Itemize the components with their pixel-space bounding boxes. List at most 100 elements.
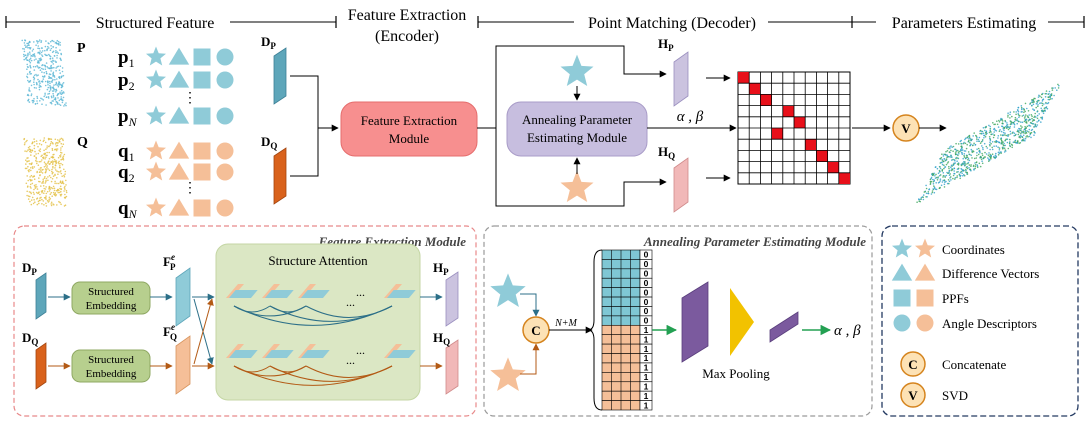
structured-embedding-q: Structured Embedding — [71, 349, 151, 383]
legend-square-orange-icon — [916, 289, 934, 307]
matching-matrix — [737, 71, 851, 185]
attention-top-blue-2 — [264, 290, 294, 298]
svg-text:Structured: Structured — [88, 286, 134, 298]
section-title-point-matching: Point Matching (Decoder) — [588, 15, 756, 32]
legend-concatenate-icon: C — [900, 351, 926, 377]
p-row-2-label: p2 — [118, 70, 135, 93]
apem-alpha-beta: α , β — [834, 323, 861, 339]
apem-grid-value: 1 — [644, 334, 649, 344]
apem-grid-value: 1 — [644, 344, 649, 354]
q-row-2-square — [193, 163, 211, 181]
structure-attention-block — [215, 243, 421, 401]
q-row-1-square — [193, 142, 211, 160]
attention-top-blue-3 — [300, 290, 330, 298]
section-title-parameters-estimating: Parameters Estimating — [892, 15, 1036, 32]
svg-text:Embedding: Embedding — [86, 300, 137, 312]
attention-top-blue-4 — [386, 290, 416, 298]
p-row-2-star — [146, 69, 166, 89]
decoder-star-p — [560, 54, 594, 86]
q-row-ellipsis: ⋮ — [183, 181, 197, 196]
svd-node: V — [892, 114, 920, 142]
svg-text:DP: DP — [261, 34, 276, 51]
svg-text:HQ: HQ — [433, 330, 450, 347]
apem-coordinate-stars — [490, 273, 526, 391]
apem-grid-value: 0 — [644, 287, 649, 297]
attention-ellipsis-bottom-1: ... — [356, 343, 365, 357]
svg-text:C: C — [908, 357, 917, 372]
q-row-3-circle — [216, 199, 234, 217]
apem-grid-value: 0 — [644, 278, 649, 288]
pooling-input-tensor — [681, 281, 709, 363]
apem-star-q — [490, 357, 526, 391]
matrix-match-9 — [827, 161, 839, 173]
q-row-3-triangle — [168, 198, 190, 216]
svg-text:Estimating Module: Estimating Module — [527, 130, 627, 145]
attention-ellipsis-top-1: ... — [356, 285, 365, 299]
legend-label-2: Difference Vectors — [942, 266, 1039, 281]
legend-triangle-orange-icon — [914, 263, 936, 281]
svg-text:HP: HP — [658, 36, 674, 53]
matrix-match-6 — [771, 128, 783, 140]
p-row-1-square — [193, 48, 211, 66]
decoder-star-q — [560, 170, 594, 202]
apem-grid-value: 1 — [644, 353, 649, 363]
fem-dp: DP — [22, 260, 47, 320]
decoder-alpha-beta: α , β — [677, 109, 704, 125]
fem-hp: HP — [433, 260, 459, 327]
point-cloud-q — [23, 137, 68, 207]
p-row-1-triangle — [168, 47, 190, 65]
annealing-module-box: Annealing Parameter Estimating Module — [506, 101, 648, 157]
apem-grid-value: 0 — [644, 269, 649, 279]
fem-hq: HQ — [433, 330, 459, 395]
attention-bottom-blue-4 — [386, 350, 416, 358]
apem-star-p — [490, 273, 526, 307]
svg-text:DQ: DQ — [22, 330, 38, 347]
section-title-encoder: (Encoder) — [375, 28, 439, 45]
matrix-match-5 — [794, 116, 806, 128]
max-pooling-label: Max Pooling — [702, 366, 770, 381]
point-cloud-p — [21, 39, 67, 107]
p-row-2-square — [193, 71, 211, 89]
structured-embedding-p: Structured Embedding — [71, 281, 151, 315]
legend-label-1: Coordinates — [942, 242, 1005, 257]
attention-bottom-blue-2 — [264, 350, 294, 358]
p-row-ellipsis: ⋮ — [183, 91, 197, 106]
feature-extraction-module-box: Feature Extraction Module — [340, 101, 478, 157]
legend-square-blue-icon — [893, 289, 911, 307]
svg-text:FeQ: FeQ — [163, 322, 177, 342]
legend-triangle-blue-icon — [891, 263, 913, 281]
decoder-hq: HQ — [658, 144, 689, 213]
legend-star-blue-icon — [892, 238, 912, 258]
descriptor-dq: DQ — [261, 134, 287, 205]
pooling-output-tensor — [769, 311, 799, 343]
attention-bottom-blue-1 — [228, 350, 258, 358]
q-row-3-square — [193, 199, 211, 217]
p-row-3-label: pN — [118, 106, 138, 129]
q-row-2-star — [146, 161, 166, 181]
apem-panel-title: Annealing Parameter Estimating Module — [643, 234, 866, 249]
legend-label-6: SVD — [942, 388, 968, 403]
q-row-1-circle — [216, 142, 234, 160]
apem-panel — [483, 225, 873, 417]
q-row-3-star — [146, 197, 166, 217]
apem-grid-value: 1 — [644, 391, 649, 401]
legend-label-4: Angle Descriptors — [942, 316, 1037, 331]
p-row-2-triangle — [168, 70, 190, 88]
q-row-3-label: qN — [118, 198, 138, 221]
p-row-1-circle — [216, 48, 234, 66]
legend-label-3: PPFs — [942, 291, 969, 306]
q-row-1-triangle — [168, 141, 190, 159]
cloud-label-p: P — [77, 41, 86, 56]
p-row-3-circle — [216, 107, 234, 125]
p-row-1-label: p1 — [118, 47, 135, 70]
svg-text:DP: DP — [22, 260, 37, 277]
q-row-1-star — [146, 140, 166, 160]
legend-panel — [881, 225, 1079, 417]
svg-text:Annealing Parameter: Annealing Parameter — [522, 112, 633, 127]
p-row-3-star — [146, 105, 166, 125]
